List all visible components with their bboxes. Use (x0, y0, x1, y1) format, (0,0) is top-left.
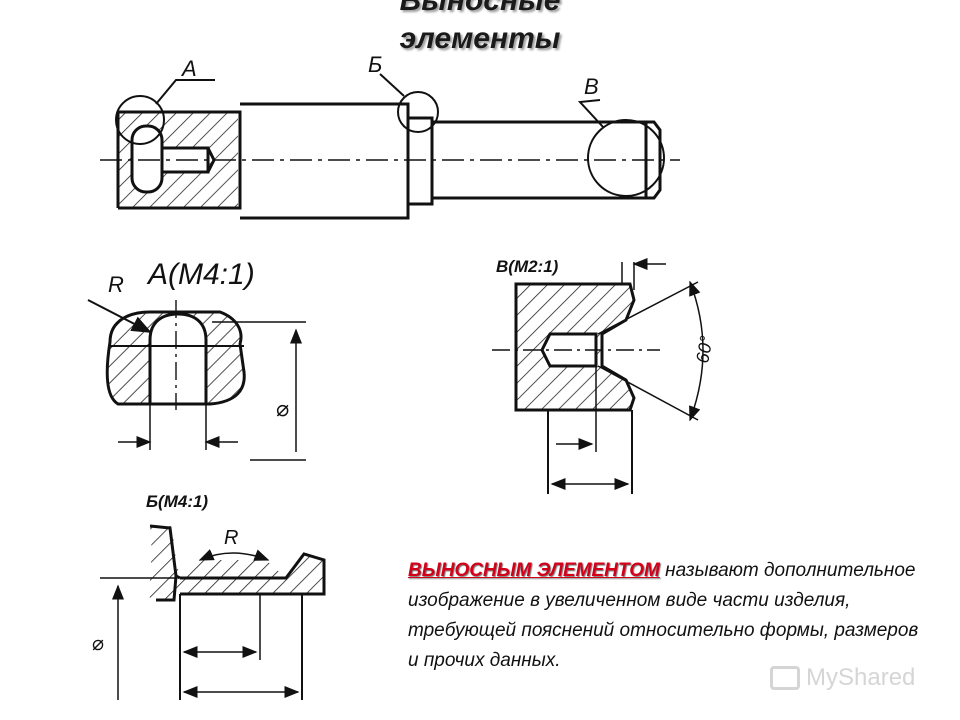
watermark: MyShared (770, 660, 940, 696)
callout-v (577, 99, 665, 197)
callout-a (115, 79, 215, 145)
definition-term: ВЫНОСНЫМ ЭЛЕМЕНТОМ (408, 560, 660, 581)
definition-text: ВЫНОСНЫМ ЭЛЕМЕНТОМ называют дополнительн… (408, 556, 928, 676)
detail-b-radius-label: R (224, 527, 238, 549)
definition-body: называют дополнительное изображение в ув… (408, 560, 919, 671)
detail-a-view (87, 299, 306, 461)
detail-v-angle-label: 60° (692, 334, 716, 364)
title-line-1: Выносные (399, 0, 561, 17)
callout-b (379, 73, 439, 133)
detail-v-view (492, 258, 704, 494)
presentation-icon (770, 666, 800, 690)
main-shaft-view (100, 102, 680, 220)
watermark-text: MyShared (806, 664, 916, 691)
detail-b-view (100, 524, 326, 700)
detail-a-radius-label: R (108, 272, 124, 297)
detail-v-caption: В(М2:1) (496, 257, 559, 276)
detail-b-caption: Б(М4:1) (146, 492, 208, 511)
detail-a-caption: А(М4:1) (146, 258, 255, 291)
callout-b-label: Б (368, 52, 382, 77)
callout-v-label: В (584, 74, 599, 99)
title-line-2: элементы (399, 22, 561, 55)
callout-a-label: А (180, 56, 197, 81)
slide-title: Выносные элементы (0, 0, 960, 58)
detail-b-diameter-label: ⌀ (92, 631, 104, 655)
detail-a-diameter-label: ⌀ (276, 397, 289, 422)
